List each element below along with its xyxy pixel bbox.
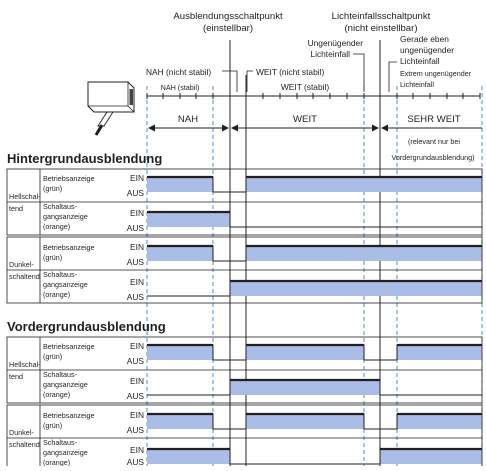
off-label: AUS bbox=[127, 223, 145, 233]
mode-dark-on-2: schaltend bbox=[9, 440, 40, 449]
signal-trace-bold bbox=[147, 175, 482, 451]
zone-near: NAH bbox=[178, 114, 198, 125]
mode-light-on-2: tend bbox=[9, 204, 23, 213]
on-label: EIN bbox=[130, 341, 144, 351]
operation-indicator-label: Betriebsanzeige bbox=[43, 411, 95, 420]
barely-label-2: ungenügender bbox=[400, 45, 454, 55]
switch-indicator-label: Schaltaus- bbox=[43, 370, 78, 379]
operation-indicator-label: Betriebsanzeige bbox=[43, 342, 95, 351]
mode-dark-on: Dunkel- bbox=[9, 260, 34, 269]
mode-dark-on-2: schaltend bbox=[9, 272, 40, 281]
barely-leader bbox=[388, 61, 397, 92]
operation-indicator-label: Betriebsanzeige bbox=[43, 243, 95, 252]
operation-indicator-label: Betriebsanzeige bbox=[43, 174, 95, 183]
mode-dark-on: Dunkel- bbox=[9, 428, 34, 437]
extreme-label-1: Extrem ungenügender bbox=[400, 69, 472, 78]
light-incidence-sub: (nicht einstellbar) bbox=[344, 23, 417, 34]
off-label: AUS bbox=[127, 457, 145, 466]
operation-indicator-color: (grün) bbox=[43, 352, 62, 361]
mode-light-on: Hellschal- bbox=[9, 360, 41, 369]
switch-indicator-color: (orange) bbox=[43, 290, 70, 299]
zone-far: WEIT bbox=[293, 114, 317, 125]
barely-label-1: Gerade eben bbox=[400, 34, 449, 44]
far-unstable-bracket bbox=[246, 70, 253, 92]
switch-indicator-label-2: gangsanzeige bbox=[43, 212, 88, 221]
operation-indicator-color: (grün) bbox=[43, 253, 62, 262]
foreground-suppression-title: Vordergrundausblendung bbox=[7, 319, 166, 334]
zone-very-far-note-1: (relevant nur bei bbox=[408, 137, 460, 146]
switch-indicator-label-2: gangsanzeige bbox=[43, 380, 88, 389]
switch-indicator-color: (orange) bbox=[43, 390, 70, 399]
operation-indicator-color: (grün) bbox=[43, 184, 62, 193]
axis-ticks bbox=[146, 93, 481, 99]
zone-very-far: SEHR WEIT bbox=[407, 114, 460, 125]
mode-light-on: Hellschal- bbox=[9, 192, 41, 201]
switch-indicator-color: (orange) bbox=[43, 458, 70, 466]
on-label: EIN bbox=[130, 445, 144, 455]
switch-indicator-label: Schaltaus- bbox=[43, 270, 78, 279]
far-unstable-label: WEIT (nicht stabil) bbox=[256, 67, 324, 77]
on-label: EIN bbox=[130, 277, 144, 287]
sensor-icon bbox=[87, 81, 135, 136]
on-label: EIN bbox=[130, 208, 144, 218]
signal-fills bbox=[147, 177, 482, 464]
switch-indicator-label: Schaltaus- bbox=[43, 438, 78, 447]
near-unstable-bracket bbox=[222, 70, 238, 92]
zone-very-far-note-2: Vordergrundausblendung) bbox=[391, 153, 474, 162]
insufficient-label-2: Lichteinfall bbox=[310, 49, 350, 59]
near-unstable-label: NAH (nicht stabil) bbox=[146, 67, 211, 77]
on-label: EIN bbox=[130, 242, 144, 252]
light-incidence-label: Lichteinfallsschaltpunkt bbox=[332, 11, 431, 22]
on-label: EIN bbox=[130, 410, 144, 420]
on-label: EIN bbox=[130, 173, 144, 183]
insufficient-leader bbox=[353, 53, 365, 92]
suppression-point-sub: (einstellbar) bbox=[203, 23, 253, 34]
extreme-label-2: Lichteinfall bbox=[400, 80, 434, 89]
off-label: AUS bbox=[127, 425, 145, 435]
far-stable-label: WEIT (stabil) bbox=[281, 82, 329, 92]
label-table bbox=[6, 168, 483, 471]
off-label: AUS bbox=[127, 356, 145, 366]
off-label: AUS bbox=[127, 188, 145, 198]
switch-indicator-label-2: gangsanzeige bbox=[43, 280, 88, 289]
on-label: EIN bbox=[130, 376, 144, 386]
background-suppression-title: Hintergrundausblendung bbox=[7, 151, 162, 166]
barely-label-3: Lichteinfall bbox=[400, 56, 440, 66]
mode-light-on-2: tend bbox=[9, 372, 23, 381]
switch-indicator-color: (orange) bbox=[43, 222, 70, 231]
off-label: AUS bbox=[127, 257, 145, 267]
suppression-point-label: Ausblendungsschaltpunkt bbox=[173, 11, 283, 22]
switch-indicator-label-2: gangsanzeige bbox=[43, 448, 88, 457]
off-label: AUS bbox=[127, 391, 145, 401]
off-label: AUS bbox=[127, 292, 145, 302]
switch-indicator-label: Schaltaus- bbox=[43, 202, 78, 211]
operation-indicator-color: (grün) bbox=[43, 421, 62, 430]
near-stable-label: NAH (stabil) bbox=[161, 83, 200, 92]
insufficient-label-1: Ungenügender bbox=[308, 38, 364, 48]
